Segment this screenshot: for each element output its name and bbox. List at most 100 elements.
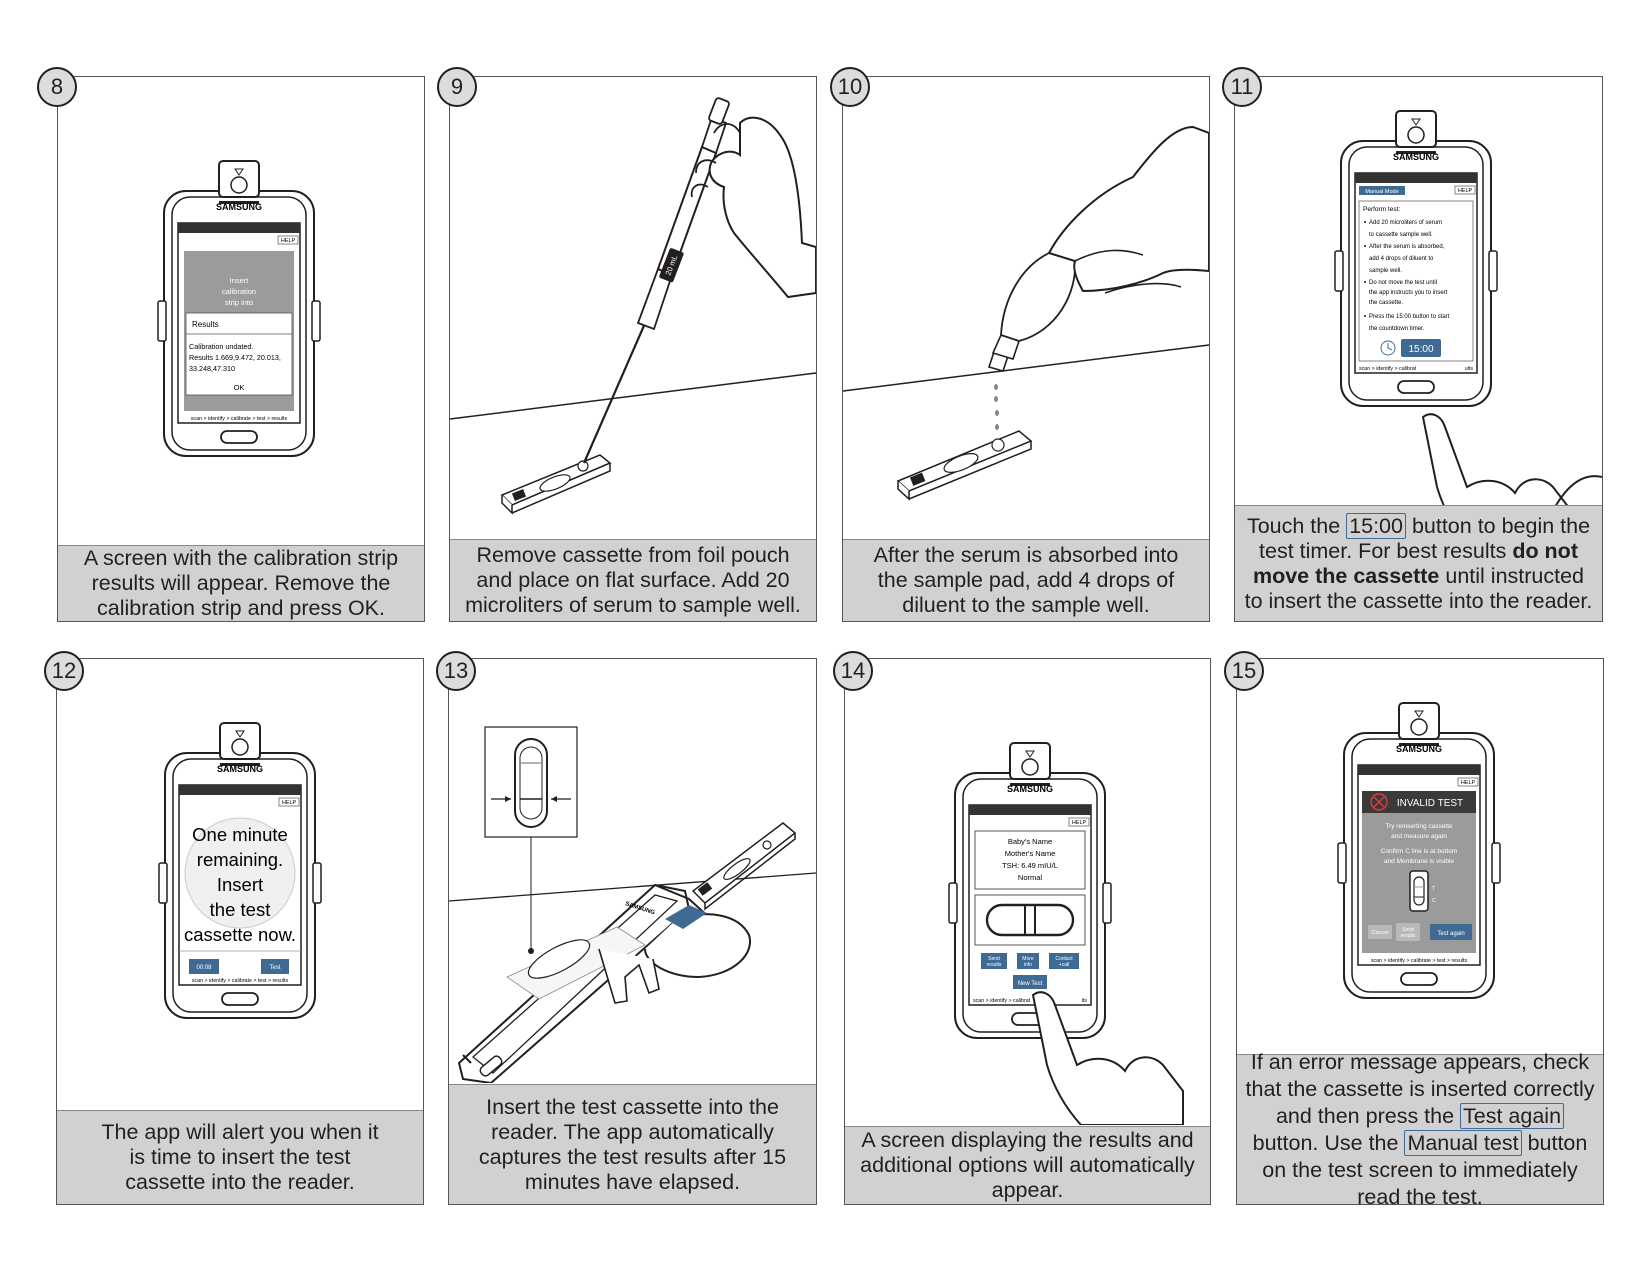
step-11-illustration: SAMSUNG Manual Mode HELP Perform test: A… <box>1334 110 1602 509</box>
step-10-panel: After the serum is absorbed into the sam… <box>842 76 1210 622</box>
instruction-4-line-1: Press the 15:00 button to start <box>1369 314 1450 320</box>
countdown-timer: 00:08 <box>196 965 212 971</box>
results-line-3: 33.248,47.310 <box>189 364 235 373</box>
manual-mode-button[interactable]: Manual Mode <box>1365 189 1398 195</box>
error-message-2-line-1: Confirm C line is at bottom <box>1381 848 1458 855</box>
step-15-panel: SAMSUNG HELP INVALID TEST Try reinsertin… <box>1236 658 1604 1209</box>
nav-breadcrumb: scan > identify > calibrat <box>1359 366 1417 372</box>
step-13-badge: 13 <box>436 651 476 691</box>
baby-name: Baby's Name <box>1008 837 1052 846</box>
step-9-badge: 9 <box>437 67 477 107</box>
pipette: 20 mL <box>582 97 730 464</box>
results-title: Results <box>192 320 219 329</box>
send-results-button[interactable]: Send <box>1402 927 1414 933</box>
alert-line-5: cassette now. <box>184 924 296 945</box>
new-test-button[interactable]: New Test <box>1018 981 1043 987</box>
alert-line-3: Insert <box>217 874 263 895</box>
step-12-panel: SAMSUNG HELP One minute remaining. Inser… <box>56 658 424 1205</box>
contact-button-line-2: +call <box>1059 962 1069 968</box>
timer-start-button[interactable]: 15:00 <box>1408 344 1433 355</box>
dialog-line-1: Insert <box>230 276 250 285</box>
result-status: Normal <box>1018 873 1043 882</box>
test-cassette <box>500 454 612 515</box>
t-line-label: T <box>1432 886 1436 892</box>
instruction-1-line-1: Add 20 microliters of serum <box>1369 220 1442 226</box>
step-8-illustration: SAMSUNG HELP Insert calibration strip in… <box>157 160 321 457</box>
phone-on-reader: SAMSUNG <box>457 883 752 1083</box>
pointing-hand <box>1422 413 1574 509</box>
mother-name: Mother's Name <box>1005 849 1056 858</box>
step-13-panel: SAMSUNG Insert the test cassette into th… <box>448 658 817 1205</box>
error-message-2-line-2: and Membrane is visible <box>1384 858 1454 865</box>
step-15-illustration: SAMSUNG HELP INVALID TEST Try reinsertin… <box>1337 702 1501 999</box>
send-results-button-line-2: results <box>1401 933 1416 939</box>
send-results-button[interactable]: Send <box>988 956 1000 962</box>
instruction-4-line-2: the countdown timer. <box>1369 326 1425 332</box>
dropper-bottle <box>987 252 1076 372</box>
step-9-panel: 20 mL Remove cassette from foil pouch an… <box>449 76 817 622</box>
help-button[interactable]: HELP <box>282 800 297 806</box>
nav-breadcrumb: scan > identify > calibrat <box>973 998 1031 1004</box>
step-10-caption: After the serum is absorbed into the sam… <box>843 539 1209 621</box>
step-15-caption: If an error message appears, check that … <box>1237 1050 1603 1209</box>
help-button[interactable]: HELP <box>1458 188 1473 194</box>
instruction-1-line-2: to cassette sample well. <box>1369 232 1433 238</box>
step-8-panel: SAMSUNG HELP Insert calibration strip in… <box>57 76 425 622</box>
error-message-1-line-2: and measure again <box>1391 833 1447 840</box>
dialog-line-3: strip into <box>225 298 253 307</box>
dialog-line-2: calibration <box>222 287 256 296</box>
more-info-button-line-2: info <box>1024 962 1032 968</box>
results-line-2: Results 1.669,9.472, 20.013, <box>189 353 281 362</box>
results-line-1: Calibration undated. <box>189 342 253 351</box>
timer-button-reference: 15:00 <box>1346 512 1406 539</box>
step-13-illustration: SAMSUNG <box>449 726 816 1083</box>
step-12-caption: The app will alert you when it is time t… <box>57 1110 423 1204</box>
alert-line-1: One minute <box>192 824 288 845</box>
step-11-caption: Touch the 15:00 button to begin the test… <box>1235 505 1602 621</box>
instructions-title: Perform test: <box>1363 206 1400 213</box>
test-button[interactable]: Test <box>269 965 280 971</box>
cassette-image <box>985 903 1075 937</box>
nav-breadcrumb: scan > identify > calibrate > test > res… <box>192 978 289 984</box>
manual-test-reference: Manual test <box>1404 1129 1522 1156</box>
brand-label: SAMSUNG <box>216 202 262 212</box>
instruction-2-line-3: sample well. <box>1369 268 1402 274</box>
brand-label: SAMSUNG <box>217 764 263 774</box>
step-12-badge: 12 <box>44 651 84 691</box>
brand-label: SAMSUNG <box>1393 152 1439 162</box>
help-button[interactable]: HELP <box>1072 820 1087 826</box>
test-again-button[interactable]: Test again <box>1437 931 1464 937</box>
ok-button[interactable]: OK <box>234 383 245 392</box>
instruction-3-line-2: the app instructs you to insert <box>1369 290 1448 296</box>
error-x-icon <box>1370 793 1388 811</box>
nav-breadcrumb: scan > identify > calibrate > test > res… <box>1371 958 1468 964</box>
cancel-button[interactable]: Cancel <box>1371 930 1388 936</box>
instruction-3-line-3: the cassette. <box>1369 300 1403 306</box>
alert-line-4: the test <box>210 899 271 920</box>
step-8-caption: A screen with the calibration strip resu… <box>58 545 424 621</box>
nav-breadcrumb: scan > identify > calibrate > test > res… <box>191 416 288 422</box>
help-button[interactable]: HELP <box>281 238 296 244</box>
brand-label: SAMSUNG <box>1396 744 1442 754</box>
instruction-2-line-2: add 4 drops of diluent to <box>1369 256 1434 262</box>
test-again-reference: Test again <box>1460 1102 1565 1129</box>
step-9-caption: Remove cassette from foil pouch and plac… <box>450 539 816 621</box>
contact-button[interactable]: Contact <box>1055 956 1073 962</box>
instruction-2-line-1: After the serum is absorbed, <box>1369 244 1445 250</box>
test-cassette <box>665 822 797 929</box>
brand-label: SAMSUNG <box>1007 784 1053 794</box>
gloved-hand <box>708 116 816 299</box>
step-10-illustration <box>843 125 1209 501</box>
test-cassette <box>896 430 1033 501</box>
nav-breadcrumb-end: ults <box>1465 366 1474 372</box>
step-8-badge: 8 <box>37 67 77 107</box>
invalid-test-title: INVALID TEST <box>1397 798 1463 809</box>
step-11-panel: SAMSUNG Manual Mode HELP Perform test: A… <box>1234 76 1603 622</box>
clock-icon <box>1380 340 1396 356</box>
step-11-badge: 11 <box>1222 67 1262 107</box>
help-button[interactable]: HELP <box>1461 780 1476 786</box>
step-14-caption: A screen displaying the results and addi… <box>845 1126 1210 1204</box>
more-info-button[interactable]: More <box>1022 956 1034 962</box>
step-12-illustration: SAMSUNG HELP One minute remaining. Inser… <box>158 722 322 1019</box>
step-15-badge: 15 <box>1224 651 1264 691</box>
